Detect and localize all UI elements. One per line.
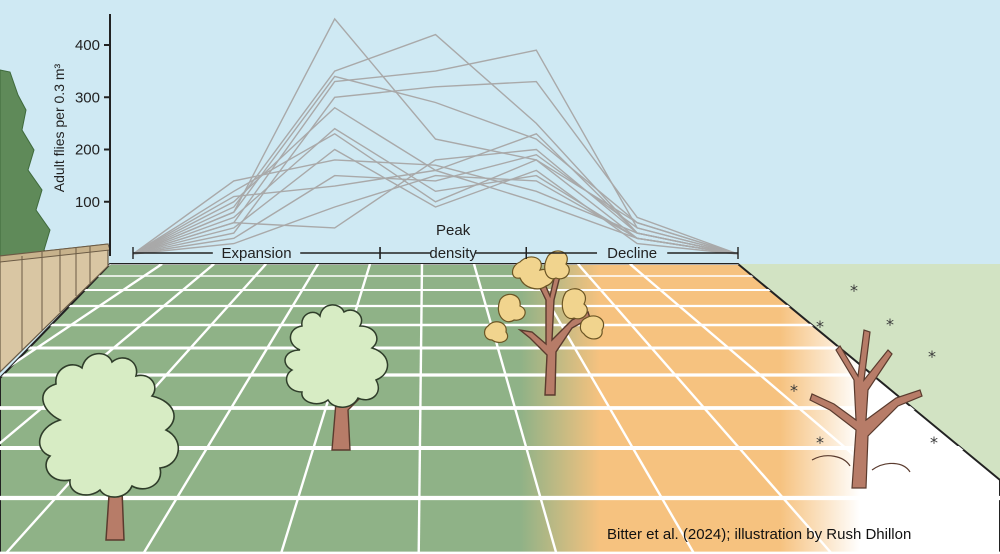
grid-line-vertical bbox=[142, 264, 320, 554]
y-tick-label: 100 bbox=[75, 194, 100, 211]
series-line-14 bbox=[132, 75, 739, 255]
phase-label: Decline bbox=[607, 245, 657, 262]
y-tick-label: 400 bbox=[75, 37, 100, 54]
svg-text:*: * bbox=[816, 433, 824, 452]
grid-line-vertical bbox=[629, 264, 971, 554]
grid-line-vertical bbox=[417, 264, 424, 554]
svg-text:*: * bbox=[816, 317, 824, 336]
healthy-tree-medium bbox=[284, 304, 389, 451]
svg-text:*: * bbox=[850, 281, 858, 300]
autumn-tree bbox=[483, 250, 605, 396]
snowflakes: * * * * * * * bbox=[790, 281, 938, 452]
series-line-10 bbox=[132, 153, 739, 255]
svg-text:*: * bbox=[930, 433, 938, 452]
bare-tree bbox=[809, 329, 923, 489]
series-line-13 bbox=[132, 148, 739, 255]
phase-label-line2: density bbox=[429, 245, 477, 262]
series-line-8 bbox=[132, 148, 739, 255]
svg-text:*: * bbox=[790, 381, 798, 400]
y-tick-label: 300 bbox=[75, 89, 100, 106]
grid-line-vertical bbox=[0, 264, 163, 554]
series-line-4 bbox=[132, 80, 739, 255]
grid-line-vertical bbox=[577, 264, 834, 554]
y-tick-label: 200 bbox=[75, 142, 100, 159]
phase-label: Expansion bbox=[221, 245, 291, 262]
credit-text: Bitter et al. (2024); illustration by Ru… bbox=[607, 526, 911, 543]
stone-wall bbox=[0, 243, 111, 373]
phase-label: Peak bbox=[436, 222, 471, 239]
healthy-tree-large bbox=[38, 352, 180, 541]
y-axis-title: Adult flies per 0.3 m³ bbox=[51, 63, 67, 192]
grid-line-vertical bbox=[0, 264, 215, 554]
svg-text:*: * bbox=[886, 315, 894, 334]
svg-text:*: * bbox=[928, 347, 936, 366]
series-line-12 bbox=[132, 174, 739, 255]
grid-line-vertical bbox=[472, 264, 558, 554]
